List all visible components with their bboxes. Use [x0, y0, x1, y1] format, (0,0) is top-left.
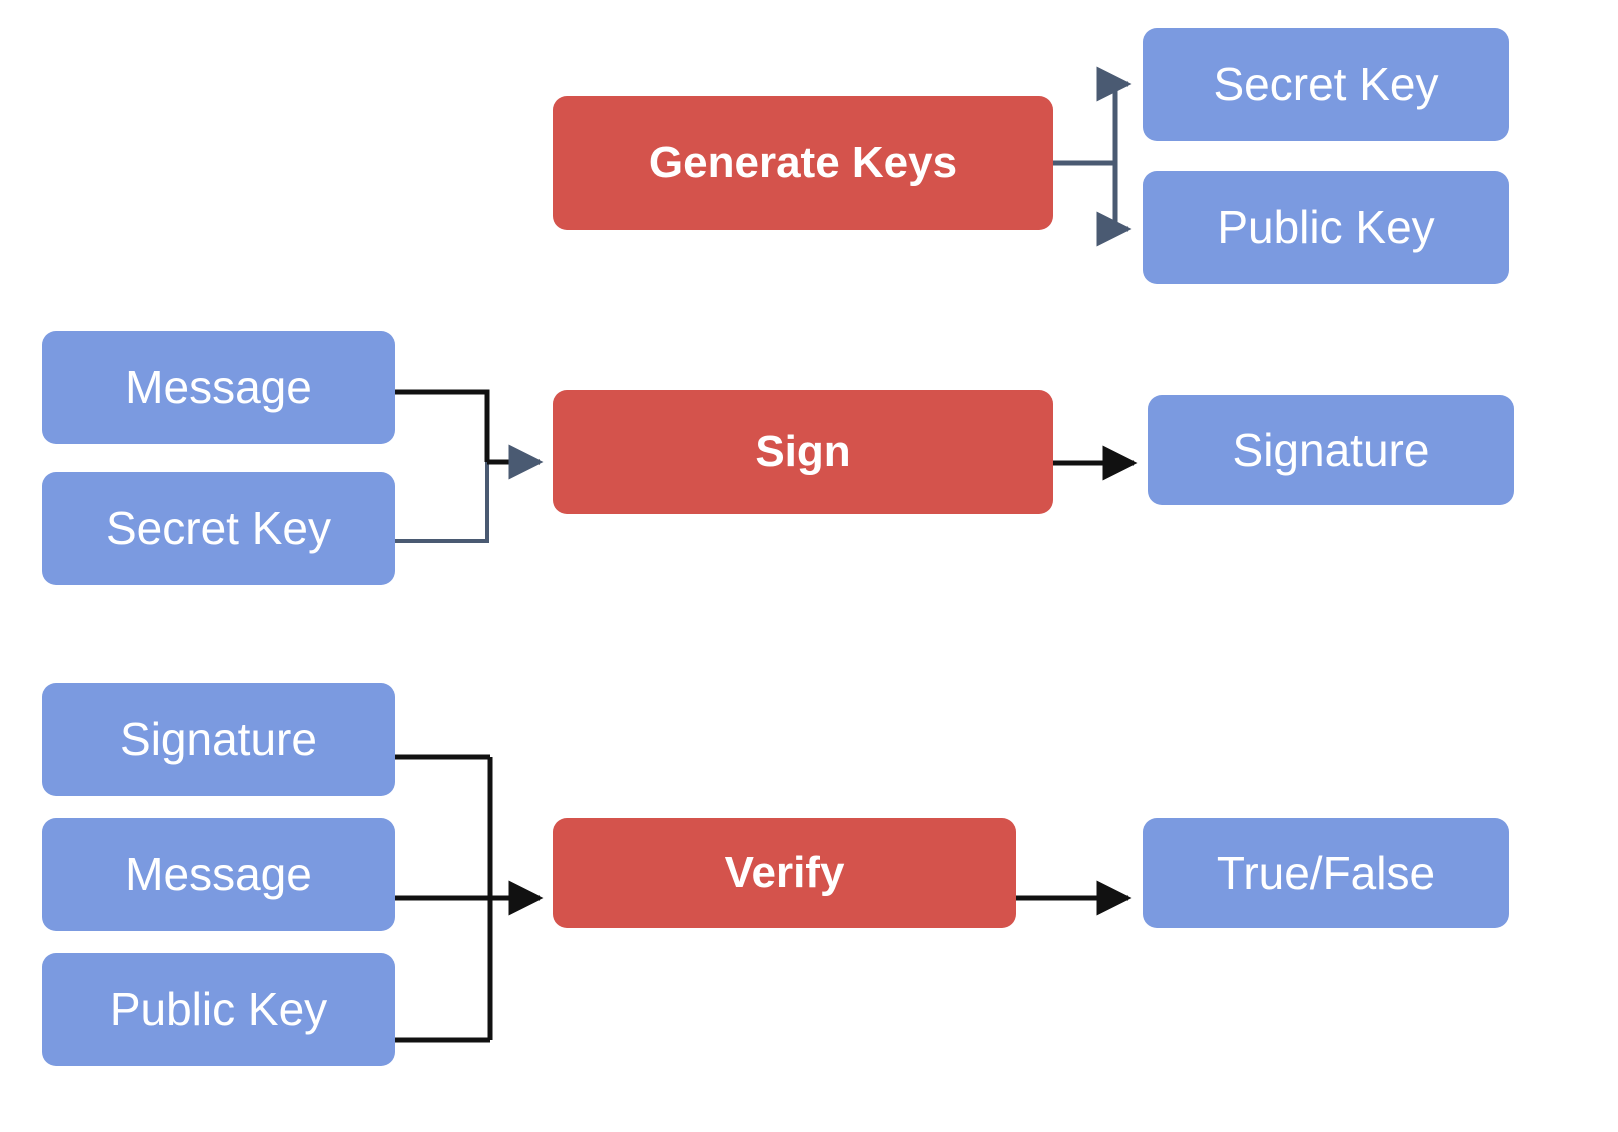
data-public-key-generated[interactable]: Public Key	[1143, 171, 1509, 284]
data-secret-key-generated-label: Secret Key	[1213, 58, 1439, 111]
data-verify-input-public-key[interactable]: Public Key	[42, 953, 395, 1066]
data-verify-input-message-label: Message	[125, 848, 312, 901]
data-sign-input-secret-key[interactable]: Secret Key	[42, 472, 395, 585]
data-sign-output-signature[interactable]: Signature	[1148, 395, 1514, 505]
data-sign-output-signature-label: Signature	[1232, 423, 1430, 476]
data-verify-input-signature[interactable]: Signature	[42, 683, 395, 796]
edge-generate-keys-fork	[1053, 66, 1132, 247]
process-sign-label: Sign	[755, 426, 851, 476]
edge-sign-inputs	[395, 389, 544, 543]
data-secret-key-generated[interactable]: Secret Key	[1143, 28, 1509, 141]
data-verify-output-result-label: True/False	[1216, 846, 1436, 899]
data-sign-input-secret-key-label: Secret Key	[106, 502, 331, 555]
data-public-key-generated-label: Public Key	[1217, 201, 1435, 254]
data-sign-input-message-label: Message	[125, 361, 312, 414]
data-sign-input-message[interactable]: Message	[42, 331, 395, 444]
data-verify-input-signature-label: Signature	[120, 713, 317, 766]
data-verify-input-message[interactable]: Message	[42, 818, 395, 931]
process-verify[interactable]: Verify	[553, 818, 1016, 928]
process-generate-keys[interactable]: Generate Keys	[553, 96, 1053, 230]
process-sign[interactable]: Sign	[553, 390, 1053, 514]
process-generate-keys-label: Generate Keys	[648, 137, 958, 187]
data-verify-input-public-key-label: Public Key	[109, 983, 328, 1036]
edge-verify-inputs	[395, 754, 544, 1043]
process-verify-label: Verify	[724, 847, 845, 897]
data-verify-output-result[interactable]: True/False	[1143, 818, 1509, 928]
